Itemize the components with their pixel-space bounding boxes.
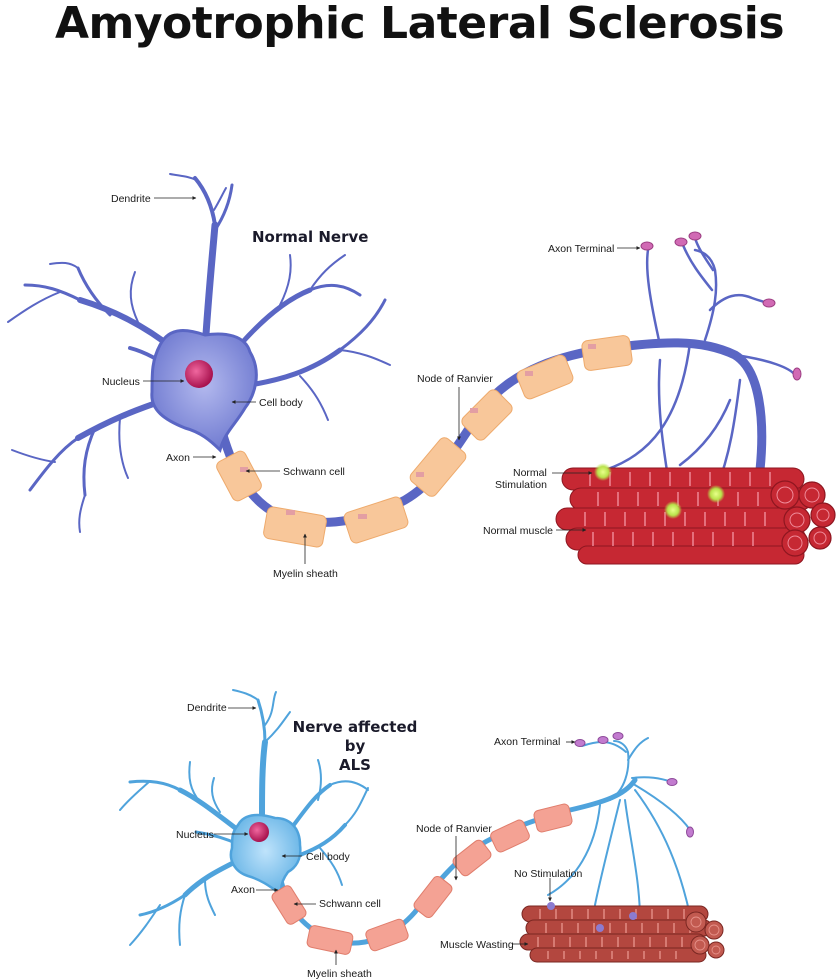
als-muscle — [519, 902, 725, 963]
als-axon-terminal-branches — [547, 737, 691, 921]
normal-schwann-cell — [343, 496, 409, 544]
normal-muscle — [555, 463, 836, 565]
normal-myelin-marks — [240, 344, 596, 519]
als-axon-terminal-bulbs — [574, 732, 694, 838]
als-label-nucleus: Nucleus — [176, 829, 214, 841]
normal-label-cell-body: Cell body — [259, 397, 304, 409]
als-label-stimulation: No Stimulation — [514, 868, 582, 880]
als-label-schwann-cell: Schwann cell — [319, 898, 381, 910]
normal-nucleus — [185, 360, 213, 388]
normal-schwann-cell — [409, 437, 467, 497]
als-dendrites — [119, 689, 369, 946]
als-schwann-cell — [452, 839, 492, 877]
als-schwann-cell — [413, 875, 453, 919]
normal-label-dendrite: Dendrite — [111, 193, 151, 205]
normal-label-stimulation-line1: Normal — [513, 467, 547, 479]
normal-label-node-of-ranvier: Node of Ranvier — [417, 373, 493, 385]
normal-schwann-cell — [216, 450, 262, 502]
als-label-dendrite: Dendrite — [187, 702, 227, 714]
normal-schwann-cell — [263, 506, 327, 548]
als-heading-line1: Nerve affected by — [292, 718, 418, 755]
als-schwann-cell — [306, 925, 354, 955]
normal-schwann-cell — [461, 389, 513, 441]
normal-neuron — [7, 173, 797, 533]
normal-label-axon-terminal: Axon Terminal — [548, 243, 614, 255]
als-label-myelin-sheath: Myelin sheath — [307, 968, 372, 980]
als-no-stimulation-points — [547, 902, 637, 932]
als-label-muscle: Muscle Wasting — [440, 939, 514, 951]
normal-label-schwann-cell: Schwann cell — [283, 466, 345, 478]
als-schwann-cell — [271, 885, 307, 925]
als-schwann-cell — [490, 819, 530, 853]
normal-axon-terminal-bulbs — [640, 231, 802, 381]
normal-label-nucleus: Nucleus — [102, 376, 140, 388]
normal-nerve-heading: Normal Nerve — [252, 228, 369, 246]
normal-cell-body — [150, 329, 258, 453]
als-nerve-heading: Nerve affected by ALS — [287, 718, 423, 775]
page-title: Amyotrophic Lateral Sclerosis — [54, 0, 785, 49]
normal-label-myelin-sheath: Myelin sheath — [273, 568, 338, 580]
als-label-cell-body: Cell body — [306, 851, 351, 863]
normal-schwann-cell — [581, 335, 633, 371]
normal-label-stimulation-line2: Stimulation — [495, 479, 547, 491]
als-schwann-cell — [365, 918, 409, 952]
normal-schwann-cell — [516, 354, 574, 400]
normal-label-axon: Axon — [166, 452, 190, 464]
als-schwann-cell — [533, 803, 573, 833]
normal-label-muscle: Normal muscle — [483, 525, 553, 537]
normal-stimulation-points — [594, 463, 725, 519]
als-label-node-of-ranvier: Node of Ranvier — [416, 823, 492, 835]
als-label-axon: Axon — [231, 884, 255, 896]
als-label-lines — [214, 706, 576, 965]
als-label-axon-terminal: Axon Terminal — [494, 736, 560, 748]
als-nucleus — [249, 822, 269, 842]
normal-label-lines — [143, 196, 641, 564]
als-myelin-sheath — [271, 803, 573, 955]
als-heading-line2: ALS — [339, 756, 371, 774]
